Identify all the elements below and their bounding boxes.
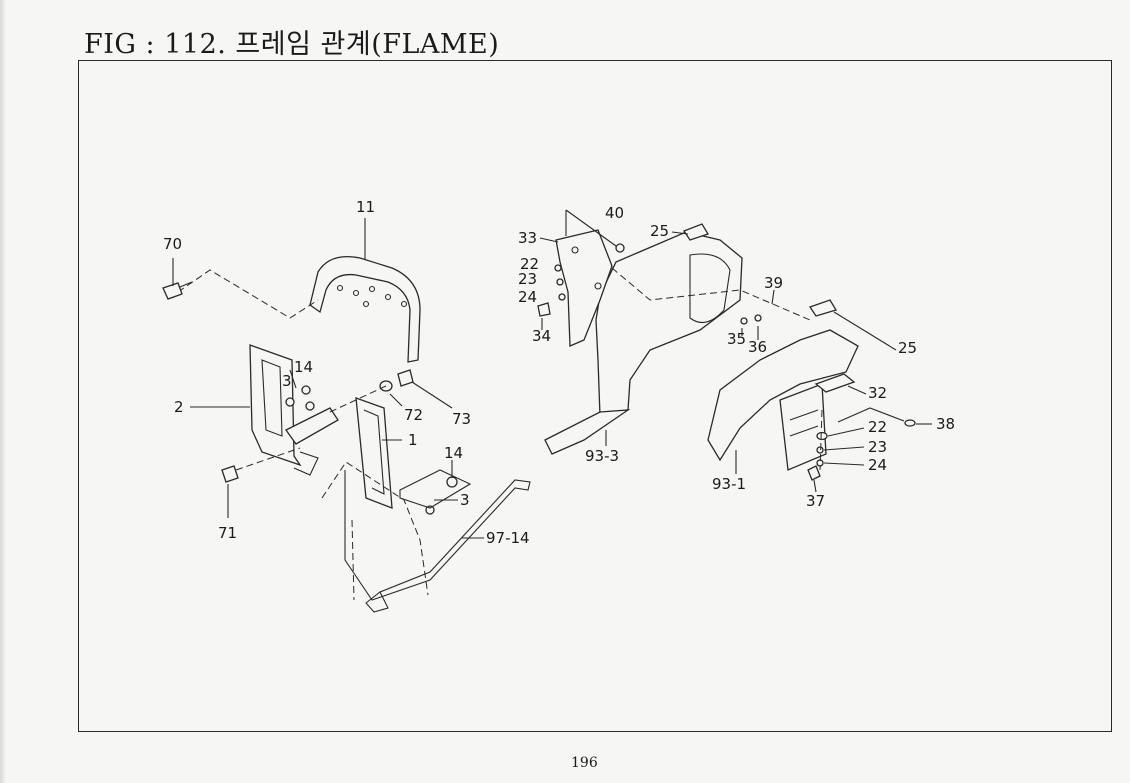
- callout-3: 3: [460, 491, 470, 509]
- callout-93-3: 93-3: [585, 447, 619, 465]
- callout-11: 11: [356, 198, 375, 216]
- part-93-1-fender: [707, 329, 859, 471]
- callout-1: 1: [408, 431, 418, 449]
- callout-36: 36: [748, 338, 767, 356]
- callout-72: 72: [404, 406, 423, 424]
- callout-14: 14: [294, 358, 313, 376]
- callout-25: 25: [898, 339, 917, 357]
- callout-35: 35: [727, 330, 746, 348]
- part-37-bolt: [807, 465, 821, 481]
- part-97-14-main-frame: [321, 461, 531, 613]
- callout-14: 14: [444, 444, 463, 462]
- callout-23: 23: [518, 270, 537, 288]
- part-1-stay: [355, 397, 393, 509]
- part-70-bolt: [162, 281, 193, 300]
- callout-2: 2: [174, 398, 184, 416]
- callout-71: 71: [218, 524, 237, 542]
- callout-39: 39: [764, 274, 783, 292]
- part-2-side-panel: [249, 344, 339, 476]
- part-14-3-bolts-upper: [285, 385, 315, 411]
- part-22-23-24-fasteners-left: [537, 243, 625, 317]
- callout-labels: 11 70 14 3 2 72 73 1 14 3 71 97-14 40 33…: [163, 198, 955, 547]
- part-25-plates: [683, 223, 837, 317]
- part-22-23-24-fasteners-right: [816, 409, 828, 471]
- diagram-frame: [78, 60, 1112, 732]
- callout-93-1: 93-1: [712, 475, 746, 493]
- leader-lines: [172, 209, 932, 539]
- part-71-bolt: [221, 447, 301, 483]
- callout-24: 24: [518, 288, 537, 306]
- figure-title: FIG : 112. 프레임 관계(FLAME): [84, 29, 500, 60]
- callout-22: 22: [868, 418, 887, 436]
- part-72-73-washers: [329, 369, 414, 413]
- callout-34: 34: [532, 327, 551, 345]
- callout-32: 32: [868, 384, 887, 402]
- callout-38: 38: [936, 415, 955, 433]
- callout-3: 3: [282, 372, 292, 390]
- part-38-pin: [837, 407, 916, 427]
- part-14-3-bolts-lower: [425, 476, 458, 515]
- callout-40: 40: [605, 204, 624, 222]
- part-32-plate: [814, 373, 856, 393]
- callout-23: 23: [868, 438, 887, 456]
- part-39-rod: [611, 267, 811, 325]
- part-11-arch-bracket: [309, 255, 421, 363]
- part-93-3-fender: [544, 231, 743, 455]
- callout-33: 33: [518, 229, 537, 247]
- callout-25: 25: [650, 222, 669, 240]
- callout-97-14: 97-14: [486, 529, 530, 547]
- callout-24: 24: [868, 456, 887, 474]
- callout-22: 22: [520, 255, 539, 273]
- part-33-bracket: [555, 229, 613, 347]
- scan-edge-shadow: [0, 0, 6, 783]
- callout-73: 73: [452, 410, 471, 428]
- callout-37: 37: [806, 492, 825, 510]
- page-number: 196: [571, 755, 598, 771]
- callout-70: 70: [163, 235, 182, 253]
